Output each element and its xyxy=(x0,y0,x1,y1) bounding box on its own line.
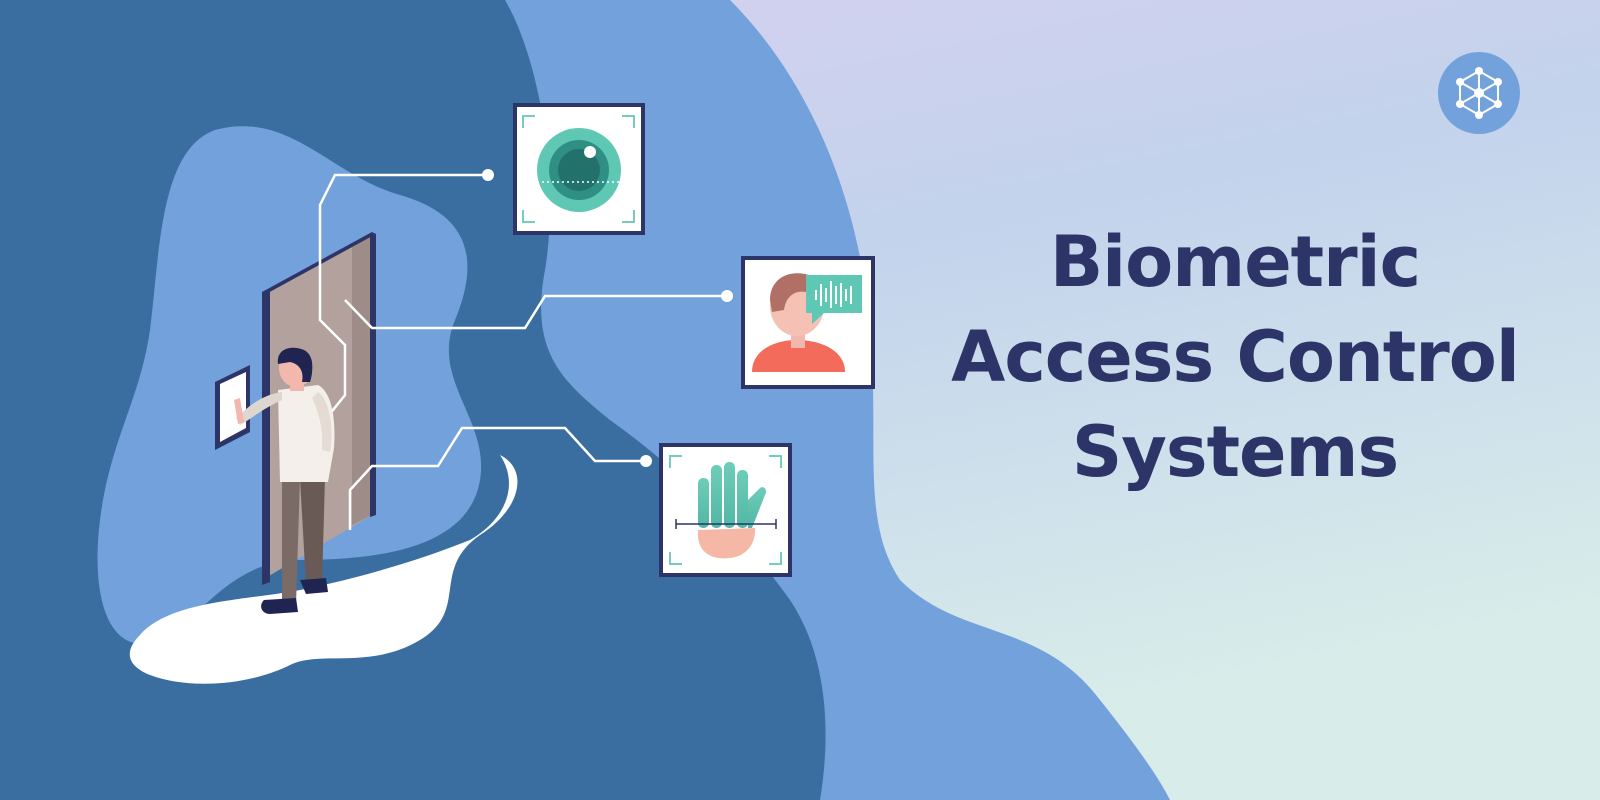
floor-puddle xyxy=(129,455,518,684)
voice-recognition-card xyxy=(741,256,875,389)
access-panel xyxy=(215,365,250,450)
network-hexagon-icon xyxy=(1438,52,1520,134)
connector-dots xyxy=(482,169,733,467)
voice-recognition-icon xyxy=(806,275,862,324)
palm-scan-icon xyxy=(698,462,767,528)
headline-line-1: Biometric xyxy=(1049,221,1421,303)
person-figure xyxy=(234,347,335,614)
logo-badge xyxy=(1438,52,1520,134)
headline-line-2: Access Control xyxy=(951,316,1520,398)
iris-scan-card xyxy=(513,103,645,235)
headline: Biometric Access Control Systems xyxy=(890,215,1580,500)
palm-scan-card xyxy=(659,443,792,577)
headline-line-3: Systems xyxy=(1071,411,1399,493)
